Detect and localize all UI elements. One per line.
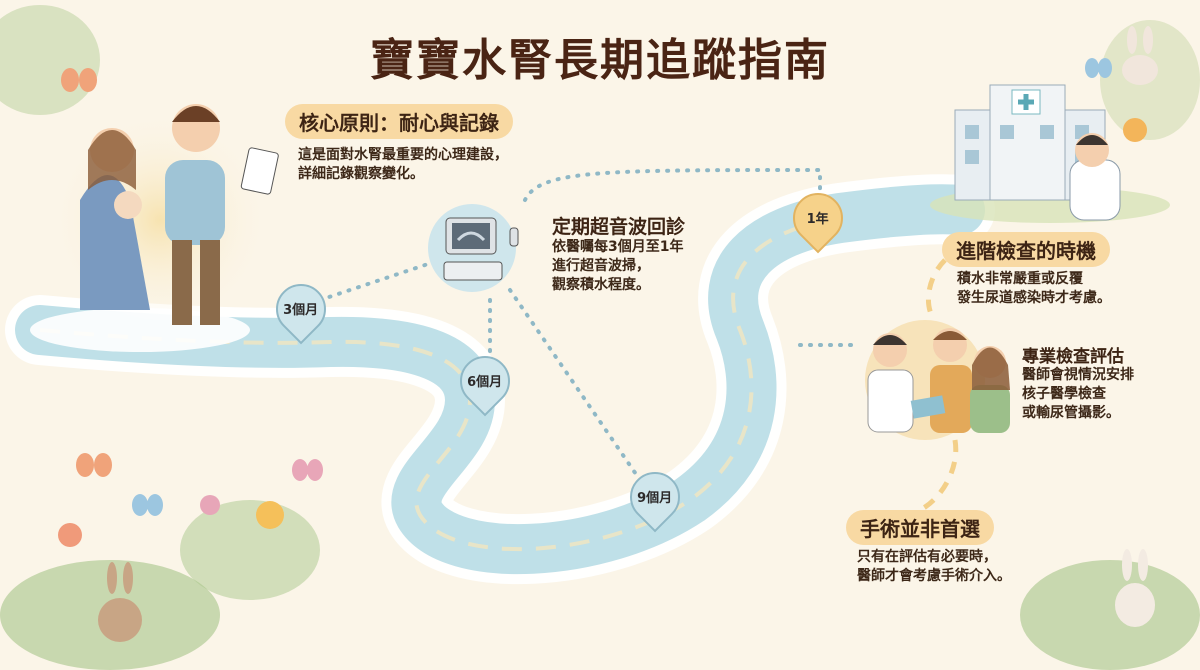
flower: [1123, 118, 1147, 142]
bunny-illustration: [1122, 26, 1158, 85]
doctor-consultation-illustration: [867, 328, 1010, 433]
core-principle-body: 這是面對水腎最重要的心理建設， 詳細記錄觀察變化。: [298, 147, 508, 182]
butterfly-icon: [292, 459, 323, 481]
flower: [58, 523, 82, 547]
milestone-label: 1年: [806, 212, 829, 228]
professional-exam-heading: 專業檢查評估: [1022, 347, 1124, 367]
flower: [200, 495, 220, 515]
butterfly-icon: [76, 453, 112, 477]
advanced-exam-heading: 進階檢查的時機: [942, 232, 1110, 267]
ultrasound-body: 依醫囑每3個月至1年 進行超音波掃， 觀察積水程度。: [552, 239, 684, 293]
butterfly-icon: [132, 494, 163, 516]
flower-patch: [180, 500, 320, 600]
butterfly-icon: [1085, 58, 1112, 78]
milestone-label: 6個月: [467, 375, 503, 391]
professional-exam-body: 醫師會視情況安排 核子醫學檢查 或輸尿管攝影。: [1022, 367, 1134, 421]
surgery-heading: 手術並非首選: [846, 510, 994, 545]
advanced-exam-body: 積水非常嚴重或反覆 發生尿道感染時才考慮。: [957, 271, 1111, 306]
bunny-illustration: [1115, 549, 1155, 627]
ultrasound-heading: 定期超音波回診: [552, 216, 686, 238]
bunny-illustration: [98, 562, 142, 642]
ultrasound-machine-icon: [443, 217, 519, 281]
milestone-label: 9個月: [637, 491, 673, 507]
family-illustration: [30, 104, 279, 352]
page-title: 寶寶水腎長期追蹤指南: [370, 35, 830, 86]
flower: [256, 501, 284, 529]
hospital-illustration: [930, 84, 1170, 223]
core-principle-heading: 核心原則：耐心與記錄: [285, 104, 513, 139]
foliage-bottom-right: [1020, 560, 1200, 670]
surgery-body: 只有在評估有必要時， 醫師才會考慮手術介入。: [857, 549, 1011, 584]
milestone-label: 3個月: [283, 303, 319, 319]
butterfly-icon: [61, 68, 97, 92]
